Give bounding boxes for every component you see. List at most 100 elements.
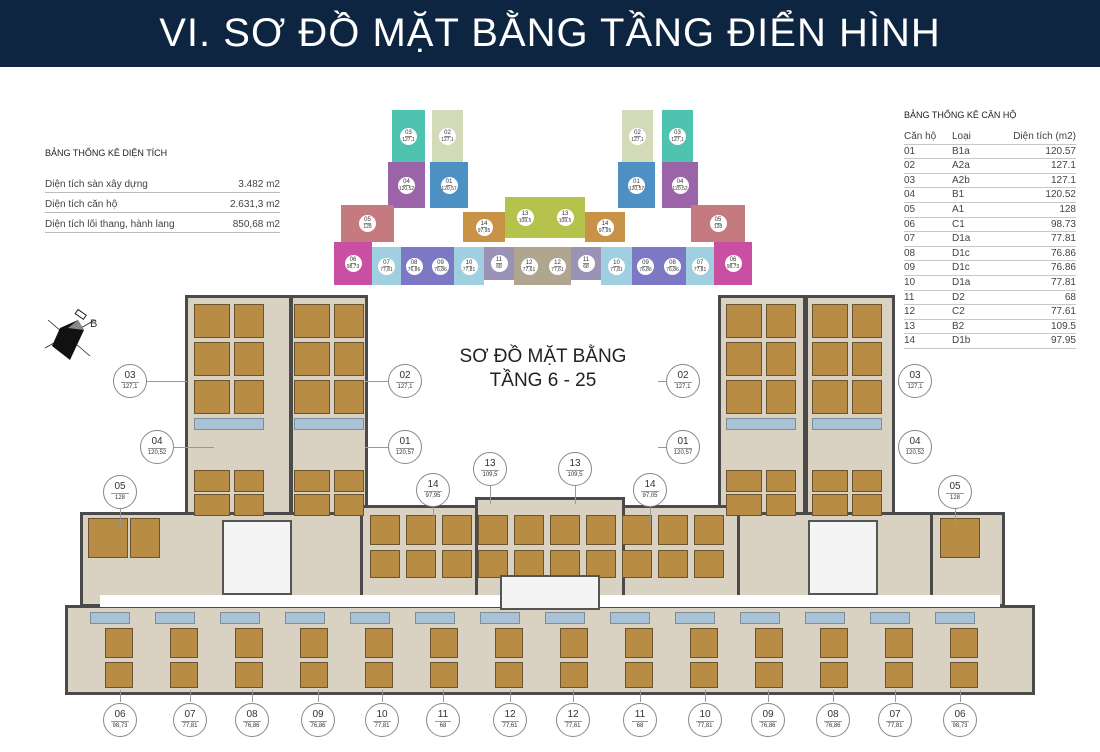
row-label: Diện tích lõi thang, hành lang: [45, 219, 175, 230]
bedroom: [622, 515, 652, 545]
callout-unit: 14: [641, 479, 659, 492]
bedroom: [852, 470, 882, 492]
bedroom: [365, 628, 393, 658]
leader-line: [640, 690, 641, 702]
leader-line: [833, 690, 834, 702]
unit-area: 120,52: [672, 185, 688, 192]
bedroom: [370, 515, 400, 545]
bathroom: [935, 612, 975, 624]
row-unit: 06: [904, 218, 916, 230]
leader-line: [120, 509, 121, 527]
row-area: 76.86: [1050, 262, 1076, 274]
row-unit: 04: [904, 189, 916, 201]
unit-number: 01: [445, 178, 453, 186]
callout-area: 76,86: [760, 723, 776, 729]
unit-number: 12: [525, 259, 533, 267]
bedroom: [820, 628, 848, 658]
leader-line: [120, 690, 121, 702]
row-area: 127.1: [1050, 174, 1076, 186]
row-type: D1b: [952, 335, 971, 347]
bedroom: [294, 304, 330, 338]
stair-core: [500, 575, 600, 610]
bedroom: [690, 662, 718, 688]
unit-area: 120,57: [441, 185, 457, 192]
bedroom: [726, 304, 762, 338]
unit-area: 76,86: [666, 266, 679, 273]
row-type: B2: [952, 320, 965, 332]
bedroom: [194, 342, 230, 376]
callout-unit: 01: [396, 436, 414, 449]
row-unit: 12: [904, 306, 916, 318]
row-value: 3.482 m2: [238, 179, 280, 190]
unit-area: 76,86: [639, 266, 652, 273]
callout-area: 98,73: [952, 723, 968, 729]
bedroom: [550, 550, 580, 578]
row-type: A2b: [952, 174, 970, 186]
callout-area: 97,05: [642, 493, 658, 499]
callout-unit: 03: [121, 370, 139, 383]
callout-area: 77,81: [182, 723, 198, 729]
bedroom: [105, 628, 133, 658]
unit-area: 98,73: [726, 264, 740, 270]
bedroom: [300, 628, 328, 658]
bedroom: [560, 662, 588, 688]
callout-area: 109,5: [567, 472, 583, 478]
leader-line: [650, 507, 651, 525]
bedroom: [334, 304, 364, 338]
unit-area: 109,5: [518, 218, 532, 224]
bedroom: [755, 662, 783, 688]
callout-unit: 05: [111, 481, 129, 494]
callout-area: 109,5: [482, 472, 498, 478]
bedroom: [294, 342, 330, 376]
header-banner: VI. SƠ ĐỒ MẶT BẰNG TẦNG ĐIỂN HÌNH: [0, 0, 1100, 67]
unit-number: 07: [696, 259, 704, 267]
bedroom: [334, 470, 364, 492]
unit-number: 06: [729, 257, 737, 264]
unit-area: 77,81: [693, 266, 707, 273]
bedroom: [365, 662, 393, 688]
stair-elevator-core: [808, 520, 878, 595]
bedroom: [478, 515, 508, 545]
row-area: 68: [1064, 291, 1076, 303]
unit-area: 77,81: [462, 266, 476, 273]
row-area: 76.86: [1050, 247, 1076, 259]
header-type: Loại: [952, 131, 971, 142]
unit-area: 77,61: [522, 266, 536, 273]
callout-area: 120,52: [147, 450, 167, 456]
callout-unit: 12: [501, 709, 519, 722]
unit-area: 120,52: [398, 185, 415, 192]
callout-area: 77,81: [374, 723, 390, 729]
bathroom: [155, 612, 195, 624]
callout-area: 68: [439, 723, 447, 729]
leader-line: [573, 690, 574, 702]
bedroom: [560, 628, 588, 658]
unit-stats-title: BẢNG THỐNG KÊ CĂN HỘ: [904, 110, 1017, 120]
callout-area: 128: [949, 495, 960, 501]
bedroom: [294, 470, 330, 492]
